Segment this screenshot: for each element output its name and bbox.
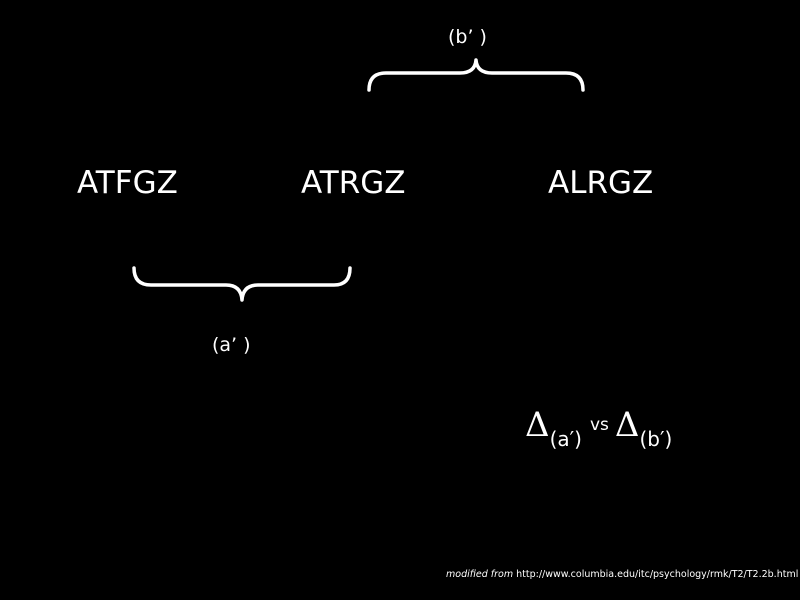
bottom-brace-icon bbox=[132, 266, 352, 302]
top-brace-icon bbox=[367, 58, 585, 92]
delta-icon: Δ bbox=[525, 405, 550, 445]
source-credit: modified from http://www.columbia.edu/it… bbox=[446, 569, 798, 580]
sequence-atrgz: ATRGZ bbox=[301, 165, 406, 201]
delta-subscript-b: (b′) bbox=[639, 427, 673, 451]
sequence-alrgz: ALRGZ bbox=[548, 165, 654, 201]
delta-subscript-a: (a′) bbox=[549, 427, 582, 451]
credit-url: http://www.columbia.edu/itc/psychology/r… bbox=[516, 569, 799, 580]
sequence-atfgz: ATFGZ bbox=[77, 165, 178, 201]
brace-label-b-prime: (b’ ) bbox=[448, 26, 487, 48]
credit-prefix: modified from bbox=[446, 569, 514, 580]
brace-label-a-prime: (a’ ) bbox=[212, 334, 251, 356]
delta-icon: Δ bbox=[614, 405, 640, 445]
vs-text: vs bbox=[589, 415, 609, 435]
